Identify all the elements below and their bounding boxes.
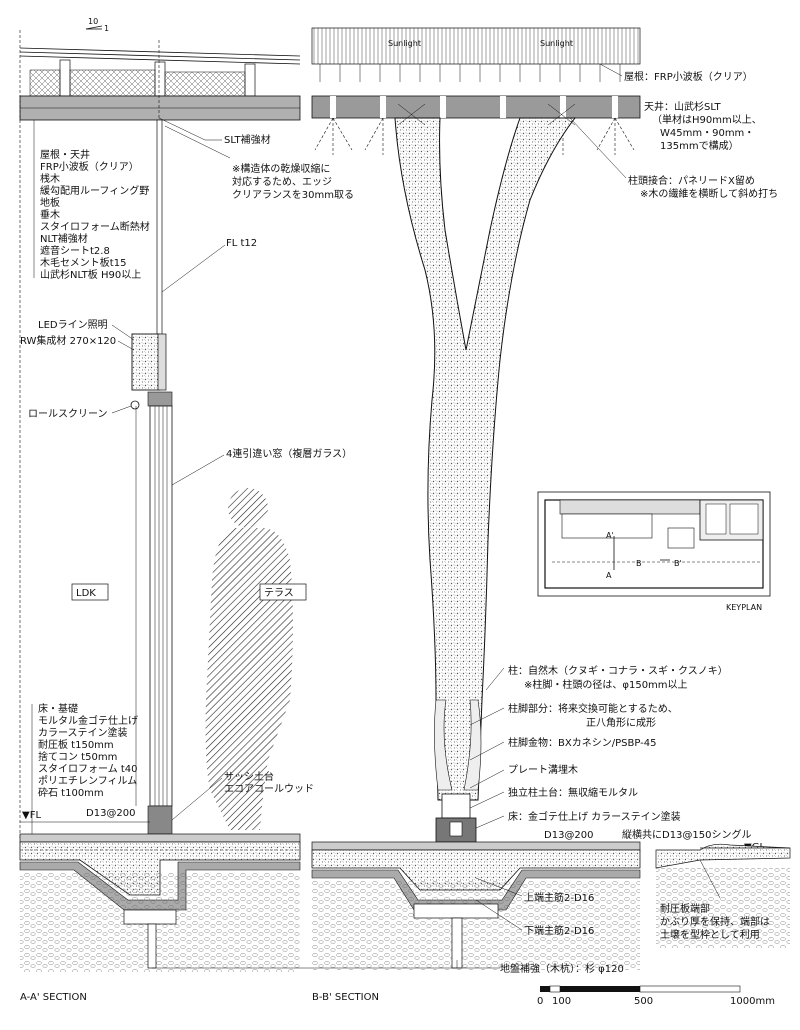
floor-layer-5: スタイロフォーム t40 xyxy=(38,763,138,775)
slope-mark: 10 1 xyxy=(85,17,109,33)
bottom-bar: 下端主筋2-D16 xyxy=(524,924,594,937)
roof-layer-5: 垂木 xyxy=(40,209,60,221)
floor-layer-4: 捨てコン t50mm xyxy=(38,750,117,763)
floor-layer-3: 耐圧板 t150mm xyxy=(38,738,114,751)
roof-layer-9: 木毛セメント板t15 xyxy=(40,256,126,269)
column-0: 柱：自然木（クヌギ・コナラ・スギ・クスノキ） xyxy=(508,664,728,677)
floor-layer-2: カラーステイン塗装 xyxy=(38,726,128,739)
slt-ceiling xyxy=(311,95,641,119)
scale-bar: 0 100 500 1000mm xyxy=(537,985,775,1007)
roll-screen-label: ロールスクリーン xyxy=(28,408,108,420)
column-head-0: 柱頭接合：パネリードX留め xyxy=(628,174,755,187)
pressure-edge-1: かぶり厚を保持、端部は xyxy=(660,915,770,928)
roof-layer-8: 遮音シートt2.8 xyxy=(40,244,110,257)
rebar-b-right: 縦横共にD13@150シングル xyxy=(622,828,752,841)
keyplan: A' A B B' KEYPLAN xyxy=(537,491,771,612)
diffused-light xyxy=(314,117,635,155)
section-a-a: 10 1 屋根・天井 FRP小波板（クリア） 桟木 緩勾配用ルーフィング野 地板 xyxy=(19,17,354,1003)
section-b-title: B-B' SECTION xyxy=(312,992,379,1003)
keyplan-mark-b-prime: B' xyxy=(674,559,682,568)
column-base-1: 正八角形に成形 xyxy=(586,717,656,729)
rw-label: RW集成材 270×120 xyxy=(20,334,116,347)
slope-run: 10 xyxy=(88,17,98,26)
room-ldk: LDK xyxy=(76,588,96,599)
floor-layer-7: 砕石 t100mm xyxy=(38,787,104,799)
plate-wood: プレート溝埋木 xyxy=(508,763,578,776)
room-terrace: テラス xyxy=(264,587,294,599)
roof-layer-7: NLT補強材 xyxy=(40,232,88,245)
ceiling-1: （単材はH90mm以上、 xyxy=(652,113,762,126)
slope-rise: 1 xyxy=(104,24,109,33)
ceiling-0: 天井：山武杉SLT xyxy=(644,100,722,113)
scale-0: 0 xyxy=(537,996,543,1007)
tree-column xyxy=(394,117,577,801)
floor-layers-list: 床・基礎 モルタル金ゴテ仕上げ カラーステイン塗装 耐圧板 t150mm 捨てコ… xyxy=(31,702,138,842)
roof-layer-6: スタイロフォーム断熱材 xyxy=(40,220,150,233)
window-label: 4連引違い窓（複層ガラス） xyxy=(226,447,352,460)
edge-note-0: ※構造体の乾燥収縮に xyxy=(232,162,330,175)
keyplan-mark-a: A xyxy=(606,571,612,580)
column-head-1: ※木の繊維を横断して斜め打ち xyxy=(640,187,778,200)
sunlight-0: Sunlight xyxy=(388,39,421,48)
sliding-window xyxy=(135,391,173,835)
section-b-b: Sunlight Sunlight 屋根：FRP小波板（クリア） xyxy=(152,27,791,1003)
sash-base-0: サッシ土台 xyxy=(224,770,274,783)
roof-structure xyxy=(19,30,301,840)
floor-finish: 床：金ゴテ仕上げ カラーステイン塗装 xyxy=(508,810,681,823)
roof-layer-2: 桟木 xyxy=(40,172,60,185)
ground-reinforce: 地盤補強（木杭）：杉 φ120 xyxy=(500,962,624,975)
base-hardware: 柱脚金物：BXカネシン/PSBP-45 xyxy=(508,736,656,749)
fl-mark: ▼FL xyxy=(22,810,41,821)
scale-1000: 1000mm xyxy=(730,996,775,1007)
roof-label: 屋根：FRP小波板（クリア） xyxy=(624,70,753,83)
edge-note-1: 対応するため、エッジ xyxy=(232,175,332,188)
roof-layer-10: 山武杉NLT板 H90以上 xyxy=(40,268,141,281)
roof-layers-list: 屋根・天井 FRP小波板（クリア） 桟木 緩勾配用ルーフィング野 地板 垂木 ス… xyxy=(33,120,150,281)
pressure-edge-2: 土壌を型枠として利用 xyxy=(660,928,760,941)
edge-note-2: クリアランスを30mm取る xyxy=(232,189,354,201)
led-label: LEDライン照明 xyxy=(38,319,108,331)
footing: 独立柱土台：無収縮モルタル xyxy=(508,786,638,799)
ceiling-3: 135mmで構成） xyxy=(660,139,739,152)
roof-layer-0: 屋根・天井 xyxy=(40,148,90,161)
roof-layer-1: FRP小波板（クリア） xyxy=(40,160,139,173)
keyplan-mark-a-prime: A' xyxy=(606,531,614,540)
pressure-edge-0: 耐圧板端部 xyxy=(660,902,710,915)
floor-slab-a xyxy=(19,833,301,972)
keyplan-mark-b: B xyxy=(636,559,642,568)
floor-slab-b xyxy=(311,841,791,970)
floor-layer-0: 床・基礎 xyxy=(38,702,78,715)
column-labels: 柱：自然木（クヌギ・コナラ・スギ・クスノキ） ※柱脚・柱頭の径は、φ150mm以… xyxy=(469,664,728,829)
slt-reinforcement-label: SLT補強材 xyxy=(224,133,271,146)
sash-base-1: エコアコールウッド xyxy=(224,783,314,795)
roof-layer-3: 緩勾配用ルーフィング野 xyxy=(40,184,149,197)
floor-layer-1: モルタル金ゴテ仕上げ xyxy=(38,714,138,727)
rebar-a: D13@200 xyxy=(86,808,136,819)
sunlight-1: Sunlight xyxy=(540,39,573,48)
roof-layer-4: 地板 xyxy=(40,196,60,209)
floor-layer-6: ポリエチレンフィルム xyxy=(38,775,137,787)
ceiling-2: W45mm・90mm・ xyxy=(660,128,754,139)
person-silhouette xyxy=(205,488,293,830)
rebar-b-left: D13@200 xyxy=(544,830,594,841)
sunlight-arrows xyxy=(319,64,621,82)
scale-100: 100 xyxy=(552,996,571,1007)
top-bar: 上端主筋2-D16 xyxy=(524,891,594,904)
keyplan-title: KEYPLAN xyxy=(726,603,762,612)
fl-label: FL t12 xyxy=(226,238,257,249)
scale-500: 500 xyxy=(634,996,653,1007)
column-base-0: 柱脚部分：将来交換可能とするため、 xyxy=(508,702,678,715)
column-1: ※柱脚・柱頭の径は、φ150mm以上 xyxy=(524,678,688,691)
section-a-title: A-A' SECTION xyxy=(20,992,87,1003)
